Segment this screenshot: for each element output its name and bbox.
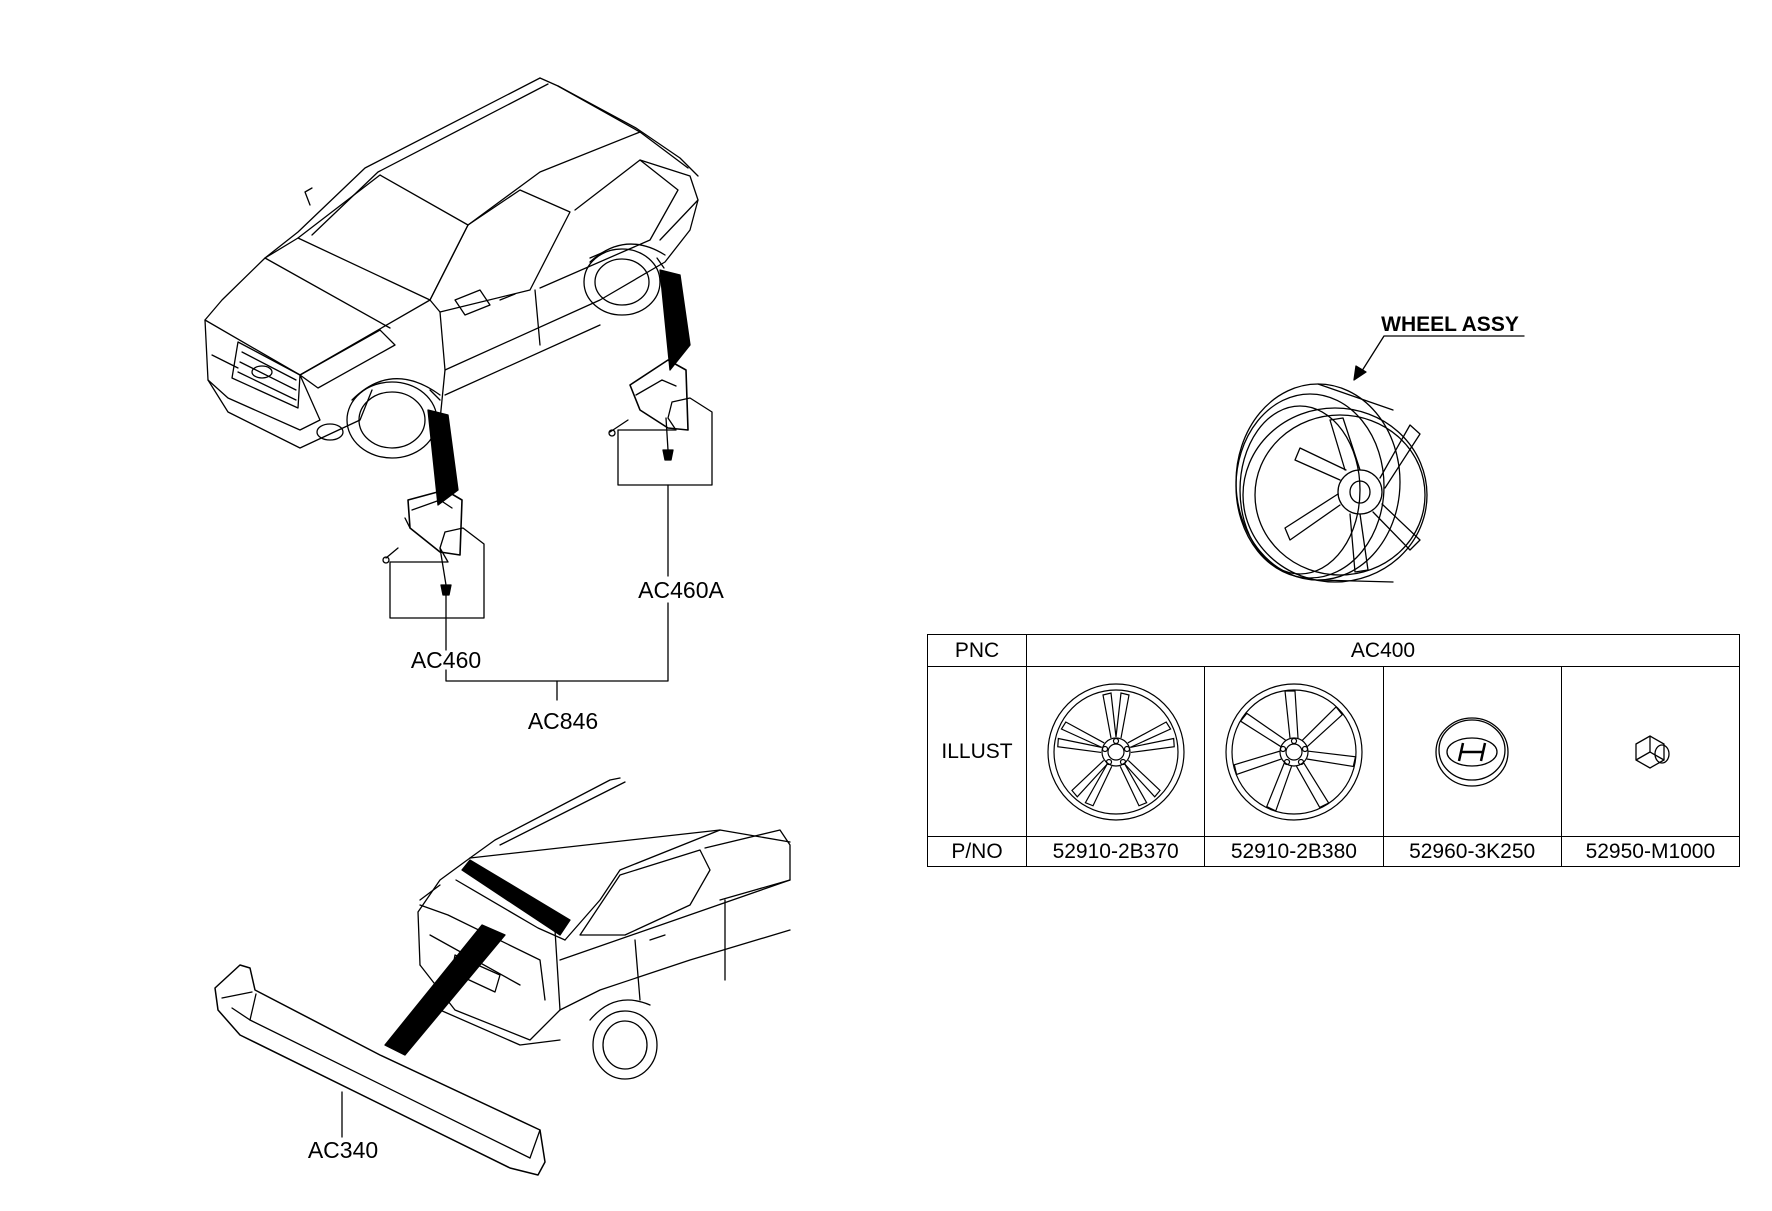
spoiler-location-band: [461, 859, 571, 936]
wheel-assy-leader: [1359, 335, 1525, 375]
table-row: P/NO 52910-2B370 52910-2B380 52960-3K250…: [927, 836, 1741, 867]
illust-cell: [1560, 666, 1741, 837]
label-ac460: AC460: [411, 647, 481, 673]
part-number: 52910-2B380: [1204, 836, 1384, 867]
wheel-nut-icon: [1635, 734, 1671, 769]
part-number: 52910-2B370: [1025, 836, 1206, 867]
header-pnc: PNC: [927, 634, 1027, 667]
part-number: 52960-3K250: [1382, 836, 1562, 867]
table-row: ILLUST: [927, 666, 1741, 837]
spoiler-pointer: [384, 924, 506, 1056]
illust-cell: [1204, 666, 1384, 837]
header-pno: P/NO: [927, 836, 1027, 867]
spoiler-part: [214, 964, 546, 1176]
label-ac340: AC340: [308, 1137, 378, 1163]
wheel-7-spoke-icon: [1225, 682, 1363, 821]
wheel-assembly: [1235, 383, 1428, 583]
header-illust: ILLUST: [927, 666, 1027, 837]
front-mudguard-assembly: [382, 489, 485, 651]
front-mudguard-pointer: [427, 409, 459, 506]
illust-cell: [1025, 666, 1206, 837]
label-ac846: AC846: [528, 708, 598, 734]
table-row: PNC AC400: [927, 634, 1740, 667]
suv-front-view: [204, 77, 699, 459]
rear-mudguard-assembly: [608, 359, 713, 577]
rear-mudguard-pointer: [659, 269, 691, 371]
parts-table: PNC AC400 ILLUST: [927, 634, 1741, 867]
pnc-value: AC400: [1026, 634, 1740, 667]
wheel-5-double-spoke-icon: [1047, 682, 1185, 821]
illust-cell: [1382, 666, 1562, 837]
label-ac460a: AC460A: [638, 577, 724, 603]
label-wheel-assy: WHEEL ASSY: [1381, 313, 1519, 336]
part-number: 52950-M1000: [1560, 836, 1741, 867]
hub-cap-emblem-icon: [1435, 716, 1509, 787]
suv-rear-view: [417, 777, 791, 1080]
